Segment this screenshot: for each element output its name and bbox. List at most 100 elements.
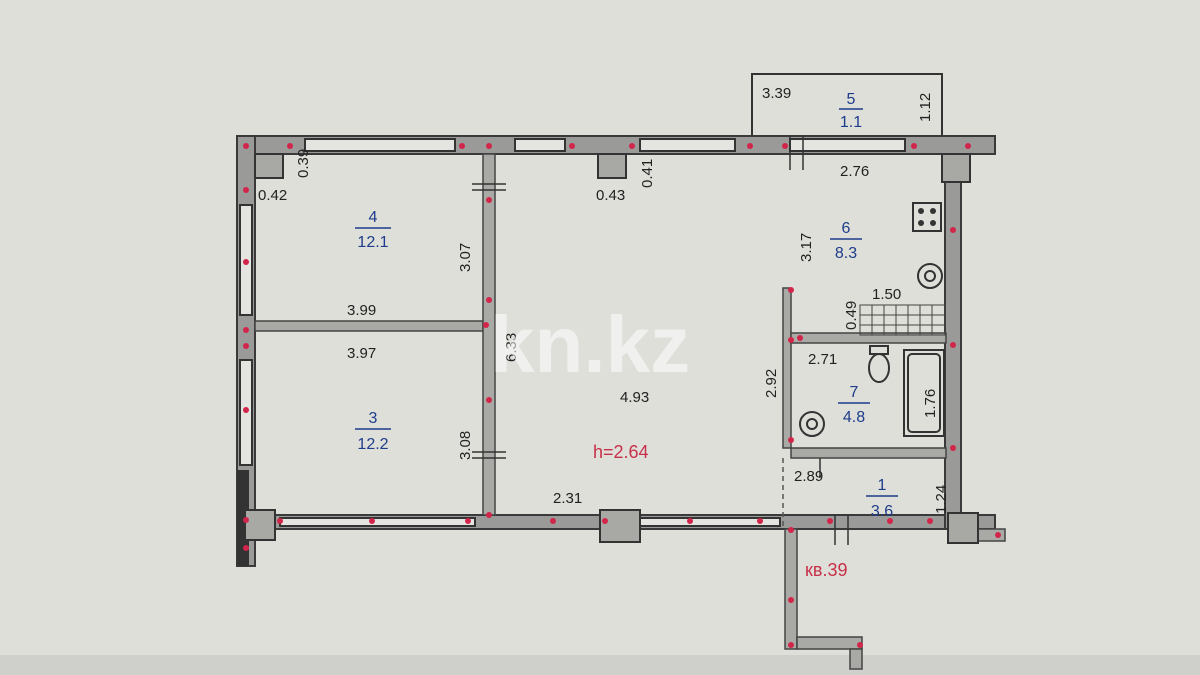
room-label-7: 7 4.8	[838, 384, 870, 426]
dim-living-depth: 6.33	[503, 333, 520, 362]
dim-room4-depth: 3.07	[457, 243, 474, 272]
window-bottom-1	[279, 517, 476, 527]
dim-room3-depth: 3.08	[457, 431, 474, 460]
room-area: 1.1	[840, 114, 862, 131]
room-label-1: 1 3.6	[866, 477, 898, 520]
sink-icon	[917, 263, 943, 289]
wall-marker-dot	[277, 518, 283, 524]
wall-marker-dot	[569, 143, 575, 149]
dim-pillar-mid-width: 0.43	[596, 187, 625, 204]
room-label-3: 3 12.2	[355, 410, 391, 453]
window-balcony-door	[789, 138, 906, 152]
wall-marker-dot	[550, 518, 556, 524]
wall-marker-dot	[950, 445, 956, 451]
wall-marker-dot	[788, 337, 794, 343]
wall-marker-dot	[857, 642, 863, 648]
ceiling-height: h=2.64	[593, 442, 649, 462]
wall-marker-dot	[486, 512, 492, 518]
dim-bottom-segment: 2.31	[553, 490, 582, 507]
room-number: 1	[878, 477, 887, 494]
bathtub-icon	[903, 349, 945, 437]
dim-pillar-left-width: 0.42	[258, 187, 287, 204]
room-number: 5	[847, 91, 856, 108]
watermark: kn.kz	[490, 300, 690, 389]
wall-marker-dot	[243, 259, 249, 265]
dim-bath-gap: 0.49	[843, 301, 860, 330]
dim-tiles-width: 1.50	[872, 286, 901, 303]
window-top-1	[304, 138, 456, 152]
room-number: 7	[850, 384, 859, 401]
wall-markers	[243, 143, 1001, 648]
room-label-4: 4 12.1	[355, 209, 391, 251]
wall-marker-dot	[602, 518, 608, 524]
washbasin-icon	[799, 411, 825, 437]
pillar-top-right	[941, 153, 971, 183]
dim-room3-width: 3.97	[347, 345, 376, 362]
wall-marker-dot	[757, 518, 763, 524]
room-number: 4	[369, 209, 378, 226]
wall-marker-dot	[965, 143, 971, 149]
wall-marker-dot	[459, 143, 465, 149]
shadow-band	[0, 655, 1200, 675]
toilet-icon	[868, 345, 890, 383]
wall-marker-dot	[995, 532, 1001, 538]
wall-left-dark	[237, 470, 249, 566]
wall-marker-dot	[287, 143, 293, 149]
wall-marker-dot	[243, 143, 249, 149]
wall-marker-dot	[486, 197, 492, 203]
corridor-wall-end	[849, 648, 863, 670]
floor-tiles	[859, 304, 946, 336]
wall-marker-dot	[788, 642, 794, 648]
dim-pillar-mid-depth: 0.41	[639, 159, 656, 188]
interior-walls	[254, 136, 947, 545]
wall-marker-dot	[369, 518, 375, 524]
stove-icon	[912, 202, 942, 232]
pillars	[244, 153, 979, 544]
dim-balcony-width: 3.39	[762, 85, 791, 102]
wall-marker-dot	[486, 297, 492, 303]
wall-marker-dot	[797, 335, 803, 341]
dim-kitchen-top: 2.76	[840, 163, 869, 180]
wall-marker-dot	[782, 143, 788, 149]
wall-marker-dot	[629, 143, 635, 149]
wall-bath-bottom	[790, 447, 947, 459]
dim-bath-width: 2.71	[808, 351, 837, 368]
room-number: 3	[369, 410, 378, 427]
wall-marker-dot	[747, 143, 753, 149]
wall-marker-dot	[788, 597, 794, 603]
apartment-number: кв.39	[805, 560, 847, 580]
dim-hall-depth: 1.24	[933, 485, 950, 514]
wall-marker-dot	[788, 527, 794, 533]
pillar-bottom-left	[244, 509, 276, 541]
dim-hall-width: 2.89	[794, 468, 823, 485]
wall-marker-dot	[483, 322, 489, 328]
window-top-2	[514, 138, 566, 152]
pillar-top-middle	[597, 153, 627, 179]
dim-balcony-depth: 1.12	[917, 93, 934, 122]
dim-living-width: 4.93	[620, 389, 649, 406]
pillar-top-left	[254, 153, 284, 179]
wall-marker-dot	[911, 143, 917, 149]
dim-bathtub-length: 1.76	[922, 389, 939, 418]
wall-marker-dot	[243, 517, 249, 523]
dim-kitchen-depth: 3.17	[798, 233, 815, 262]
wall-marker-dot	[687, 518, 693, 524]
wall-marker-dot	[243, 327, 249, 333]
wall-marker-dot	[486, 143, 492, 149]
room-label-6: 6 8.3	[830, 220, 862, 262]
room-area: 12.2	[357, 436, 388, 453]
room-area: 4.8	[843, 409, 865, 426]
wall-marker-dot	[243, 545, 249, 551]
room-area: 3.6	[871, 503, 893, 520]
wall-bath-left	[782, 287, 792, 449]
wall-room3-room4	[254, 320, 484, 332]
wall-right	[944, 153, 962, 530]
wall-marker-dot	[486, 397, 492, 403]
room-label-5: 5 1.1	[839, 91, 863, 131]
pillar-bottom-right	[947, 512, 979, 544]
wall-marker-dot	[950, 342, 956, 348]
dim-room4-width: 3.99	[347, 302, 376, 319]
wall-marker-dot	[465, 518, 471, 524]
